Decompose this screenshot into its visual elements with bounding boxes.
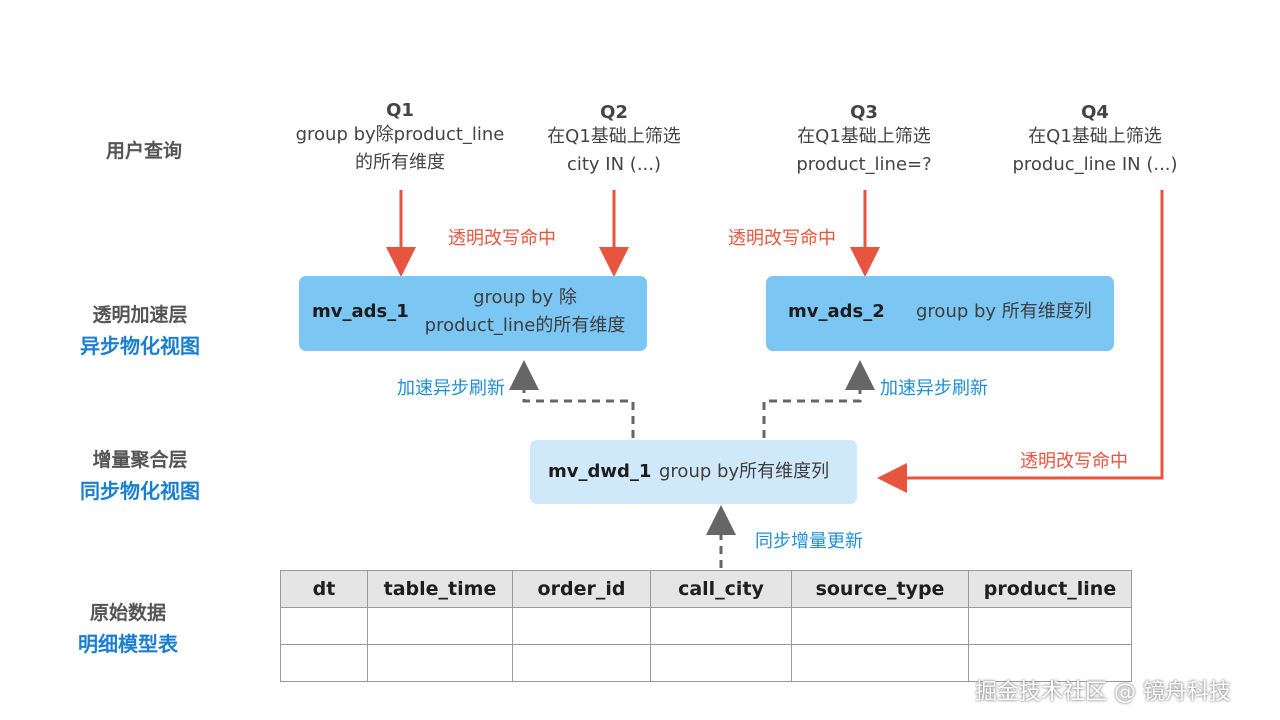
mv-ads-1-desc-line: product_line的所有维度 <box>424 315 626 336</box>
query-line: city IN (...) <box>566 154 662 175</box>
row-label-user-query: 用户查询 <box>105 140 182 162</box>
row-sublabel-sync-mv: 同步物化视图 <box>80 479 200 503</box>
query-title: Q3 <box>850 102 878 123</box>
mv-ads-1-desc-line: group by 除 <box>473 287 577 308</box>
mv-ads-2-box: mv_ads_2 group by 所有维度列 <box>766 276 1114 351</box>
mv-dwd-1-desc: group by所有维度列 <box>659 461 830 482</box>
mv-dwd-1-name: mv_dwd_1 <box>548 461 652 482</box>
table-cell <box>791 607 969 645</box>
table-cell <box>367 607 513 645</box>
query-q2: Q2 在Q1基础上筛选 city IN (...) <box>494 102 734 179</box>
mv-dwd-1-box: mv_dwd_1 group by所有维度列 <box>530 440 857 504</box>
label-rewrite-hit: 透明改写命中 <box>448 228 556 249</box>
table-cell <box>650 644 792 682</box>
dashed-arrow-dwd-to-ads-2 <box>762 360 875 438</box>
query-q1: Q1 group by除product_line 的所有维度 <box>270 100 530 177</box>
mv-ads-1-desc: group by 除 product_line的所有维度 <box>415 284 635 340</box>
query-title: Q1 <box>386 100 414 121</box>
query-q3: Q3 在Q1基础上筛选 product_line=? <box>744 102 984 179</box>
row-label-inc-layer: 增量聚合层 <box>92 449 188 471</box>
arrow-q4-to-mv-dwd-1 <box>877 190 1164 493</box>
mv-ads-1-name: mv_ads_1 <box>312 301 409 322</box>
column-header-order-id: order_id <box>512 570 651 608</box>
column-header-source-type: source_type <box>791 570 969 608</box>
table-cell <box>791 644 969 682</box>
detail-model-table: dt table_time order_id call_city source_… <box>280 570 1132 682</box>
table-cell <box>512 644 651 682</box>
query-line: 在Q1基础上筛选 <box>797 126 931 147</box>
column-header-table-time: table_time <box>367 570 513 608</box>
watermark: 掘金技术社区 @ 镜舟科技 <box>975 680 1231 705</box>
query-line: produc_line IN (...) <box>1012 154 1178 175</box>
table-row <box>280 607 1132 645</box>
row-sublabel-async-mv: 异步物化视图 <box>80 334 200 358</box>
table-cell <box>968 607 1132 645</box>
table-cell <box>968 644 1132 682</box>
table-cell <box>367 644 513 682</box>
query-line: 的所有维度 <box>355 152 445 173</box>
query-line: product_line=? <box>796 154 932 175</box>
column-header-call-city: call_city <box>650 570 792 608</box>
table-cell <box>280 607 368 645</box>
row-label-raw-data: 原始数据 <box>89 602 166 624</box>
table-row <box>280 644 1132 682</box>
table-cell <box>512 607 651 645</box>
mv-ads-2-desc: group by 所有维度列 <box>916 301 1092 322</box>
mv-ads-2-name: mv_ads_2 <box>788 301 885 322</box>
row-label-accel-layer: 透明加速层 <box>92 304 188 326</box>
query-line: 在Q1基础上筛选 <box>1028 126 1162 147</box>
row-sublabel-detail-table: 明细模型表 <box>78 632 178 656</box>
table-cell <box>280 644 368 682</box>
query-q4: Q4 在Q1基础上筛选 produc_line IN (...) <box>980 102 1210 179</box>
query-line: group by除product_line <box>295 124 505 145</box>
label-rewrite-hit: 透明改写命中 <box>728 228 836 249</box>
query-line: 在Q1基础上筛选 <box>547 126 681 147</box>
label-rewrite-hit: 透明改写命中 <box>1020 451 1128 472</box>
label-async-refresh: 加速异步刷新 <box>397 378 505 399</box>
label-sync-update: 同步增量更新 <box>755 531 863 552</box>
table-header-row: dt table_time order_id call_city source_… <box>280 570 1132 608</box>
query-title: Q2 <box>600 102 628 123</box>
dashed-arrow-dwd-to-ads-1 <box>509 360 635 438</box>
column-header-product-line: product_line <box>968 570 1132 608</box>
table-cell <box>650 607 792 645</box>
mv-ads-1-box: mv_ads_1 group by 除 product_line的所有维度 <box>299 276 647 351</box>
column-header-dt: dt <box>280 570 368 608</box>
label-async-refresh: 加速异步刷新 <box>880 378 988 399</box>
query-title: Q4 <box>1081 102 1109 123</box>
